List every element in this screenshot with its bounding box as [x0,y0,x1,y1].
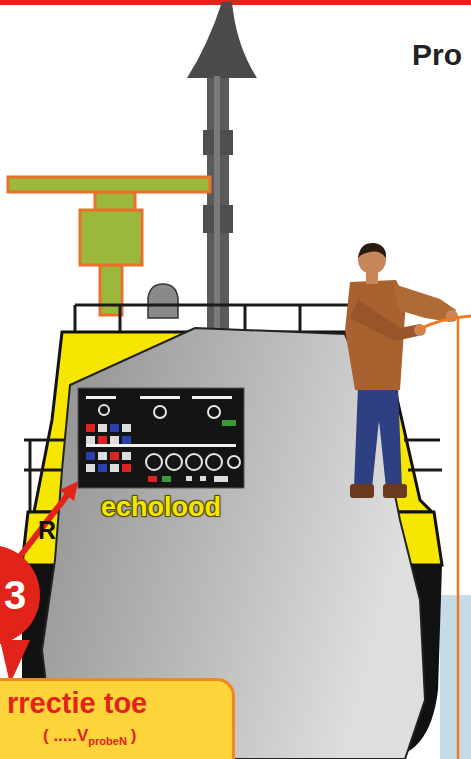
echosounder-panel [200,476,206,481]
echosounder-panel [228,456,240,468]
echosounder-panel [110,464,119,472]
radar-antenna [80,210,142,265]
side-railing [408,469,442,472]
arrow-head [60,481,78,501]
echosounder-panel [110,436,119,444]
radar-antenna [8,177,210,315]
antenna-mast [187,2,257,338]
echosounder-panel [86,420,236,482]
hull-lettering: R [38,516,56,545]
echosounder-node: echolood [78,388,244,524]
radar-antenna [95,192,135,210]
railing [119,305,122,334]
echosounder-panel [86,436,95,444]
echosounder-panel [206,454,222,470]
instrument-label: echolood [78,492,244,523]
echosounder-panel [186,476,192,481]
probe-line [418,316,471,759]
antenna-mast [214,76,220,338]
formula-text: ( .....V [43,726,88,745]
echosounder-panel [166,454,182,470]
echosounder-panel [78,388,244,488]
surveyor-figure [358,243,386,258]
antenna-mast [187,2,257,78]
echosounder-panel [110,424,119,432]
radar-antenna [8,177,210,192]
side-railing [404,439,440,442]
echosounder-panel [98,436,107,444]
top-border [0,0,471,5]
echosounder-panel [222,420,236,426]
echosounder-panel [154,406,166,418]
echosounder-panel [86,424,95,432]
echosounder-panel [146,454,162,470]
railing [74,305,77,334]
echosounder-panel [140,396,180,399]
callout-box: rrectie toe ( .....VprobeN) [0,678,235,759]
echosounder-panel [122,424,131,432]
echosounder-panel [192,396,232,399]
surveyor-figure [350,484,374,498]
echosounder-panel [162,476,171,482]
pointer-arrow [21,494,69,555]
echosounder-panel [214,476,228,482]
echosounder-panel [78,388,244,488]
echosounder-panel [208,406,220,418]
probe-line [457,318,460,759]
railing [299,305,302,334]
water [440,595,471,759]
callout-number: 3 [4,573,26,618]
echosounder-panel [98,452,107,460]
echosounder-panel [86,396,116,399]
echosounder-panel [148,476,157,482]
surveyor-figure [383,484,407,498]
formula-line: ( .....VprobeN) [7,726,222,747]
echosounder-panel [186,454,202,470]
callout-text: rrectie toe [7,687,222,720]
echosounder-panel [122,436,131,444]
echosounder-panel [122,452,131,460]
echosounder-panel [110,452,119,460]
formula-text: ) [131,726,137,745]
echosounder-panel [86,464,95,472]
surveyor-figure [345,243,458,498]
echosounder-panel [86,396,236,447]
echosounder-panel [86,444,236,447]
echosounder-panel [98,424,107,432]
surveyor-figure [354,386,402,488]
echosounder-panel [98,464,107,472]
echosounder-panel [122,464,131,472]
echosounder-panel [99,405,109,415]
formula-subscript: probeN [88,735,127,747]
probe-line [418,316,471,330]
small-dome [148,284,178,318]
echosounder-panel [86,452,95,460]
section-title: Pro [412,38,462,72]
surveyor-figure [350,300,420,341]
side-railing [29,440,32,512]
echosounder-panel [99,405,240,470]
